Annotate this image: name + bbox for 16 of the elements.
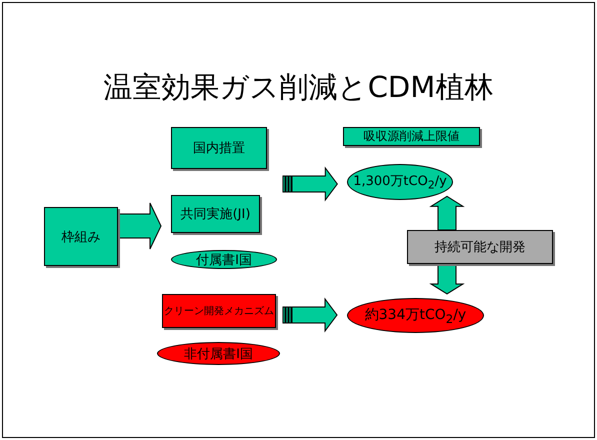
block-arrow xyxy=(429,264,465,295)
block-arrow xyxy=(429,196,465,230)
block-arrow xyxy=(282,166,338,202)
ellipse-node: 約334万tCO$_{2}$/y xyxy=(347,298,484,333)
process-box: 共同実施(JI) xyxy=(171,195,260,233)
block-arrow xyxy=(282,298,338,332)
process-box: クリーン開発メカニズム xyxy=(162,294,276,328)
process-box: 国内措置 xyxy=(171,127,267,169)
process-box: 枠組み xyxy=(44,207,118,266)
ellipse-node: 付属書Ⅰ国 xyxy=(171,250,277,269)
slide-title: 温室効果ガス削減とCDM植林 xyxy=(102,69,494,106)
ellipse-node: 1,300万tCO$_{2}$/y xyxy=(347,164,453,200)
block-arrow xyxy=(118,202,162,250)
process-box: 吸収源削減上限値 xyxy=(343,127,480,146)
ellipse-node: 非付属書Ⅰ国 xyxy=(157,342,280,365)
process-box: 持続可能な開発 xyxy=(407,230,553,264)
